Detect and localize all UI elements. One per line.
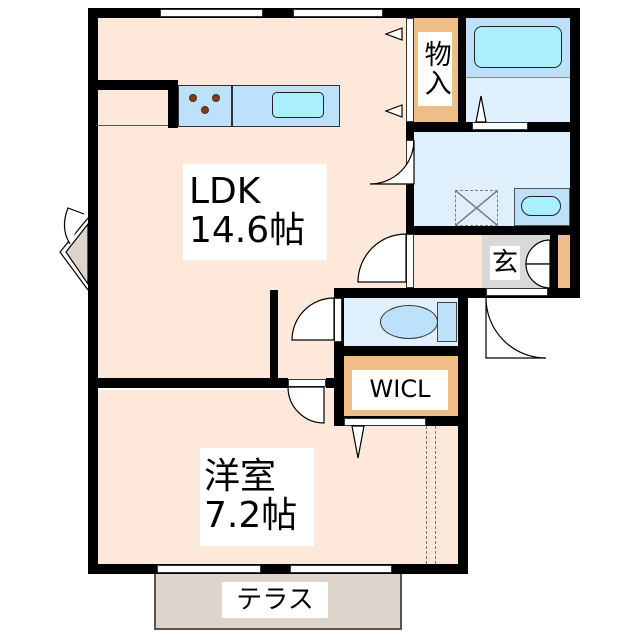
wall-ldk-western <box>88 378 288 388</box>
kitchen-sink <box>272 92 324 118</box>
wall-ldk-western-2 <box>326 378 344 388</box>
window-bottom-right <box>290 565 392 573</box>
window-top-left <box>160 9 263 17</box>
wall-genkan-right <box>550 226 558 298</box>
ldk-name: LDK <box>189 171 261 213</box>
western-room-label: 洋室 7.2帖 <box>200 448 314 546</box>
closet-floor <box>426 420 460 566</box>
toilet-bowl-icon <box>380 305 438 339</box>
wicl-name: WICL <box>369 375 431 404</box>
wall-wash-bottom <box>406 226 578 235</box>
wall-bottom <box>88 564 468 574</box>
window-top-right <box>293 9 383 17</box>
wall-right-upper <box>570 8 580 298</box>
ldk-label: LDK 14.6帖 <box>183 164 327 260</box>
bathtub <box>474 26 562 68</box>
wall-storage-right <box>458 16 466 128</box>
window-bottom-left <box>157 565 261 573</box>
terrace-label: テラス <box>222 582 328 618</box>
wall-toilet-left <box>334 288 344 426</box>
wall-toilet-top <box>334 288 466 298</box>
hall-floor <box>414 234 482 290</box>
wall-ldk-partition <box>270 290 278 380</box>
wicl-door <box>344 418 426 426</box>
entrance-label: 玄 <box>490 246 520 280</box>
bath-door <box>472 122 528 130</box>
washbasin <box>521 196 561 216</box>
wall-kitchen-stub-vertical <box>168 80 178 128</box>
wall-kitchen-stub <box>96 80 178 90</box>
western-room-size: 7.2帖 <box>204 495 298 536</box>
wall-left <box>88 8 98 574</box>
entrance-name: 玄 <box>491 247 518 278</box>
storage-door <box>406 18 414 122</box>
burner-3-icon <box>201 106 209 114</box>
western-room-name: 洋室 <box>204 456 277 498</box>
storage-name: 物入 <box>419 40 451 98</box>
closet-sliding-doors <box>426 426 436 564</box>
burner-1-icon <box>189 94 197 102</box>
ldk-size: 14.6帖 <box>189 210 306 251</box>
wall-toilet-bottom <box>334 346 466 356</box>
terrace-name: テラス <box>236 584 314 615</box>
shoe-cabinet <box>558 234 570 290</box>
washing-machine-space <box>455 190 498 226</box>
kitchen-shelf <box>96 90 168 126</box>
wicl-label: WICL <box>352 370 448 410</box>
storage-label: 物入 <box>418 32 452 106</box>
wall-right-lower <box>458 290 468 574</box>
burner-2-icon <box>212 94 220 102</box>
genkan-step <box>486 288 548 296</box>
